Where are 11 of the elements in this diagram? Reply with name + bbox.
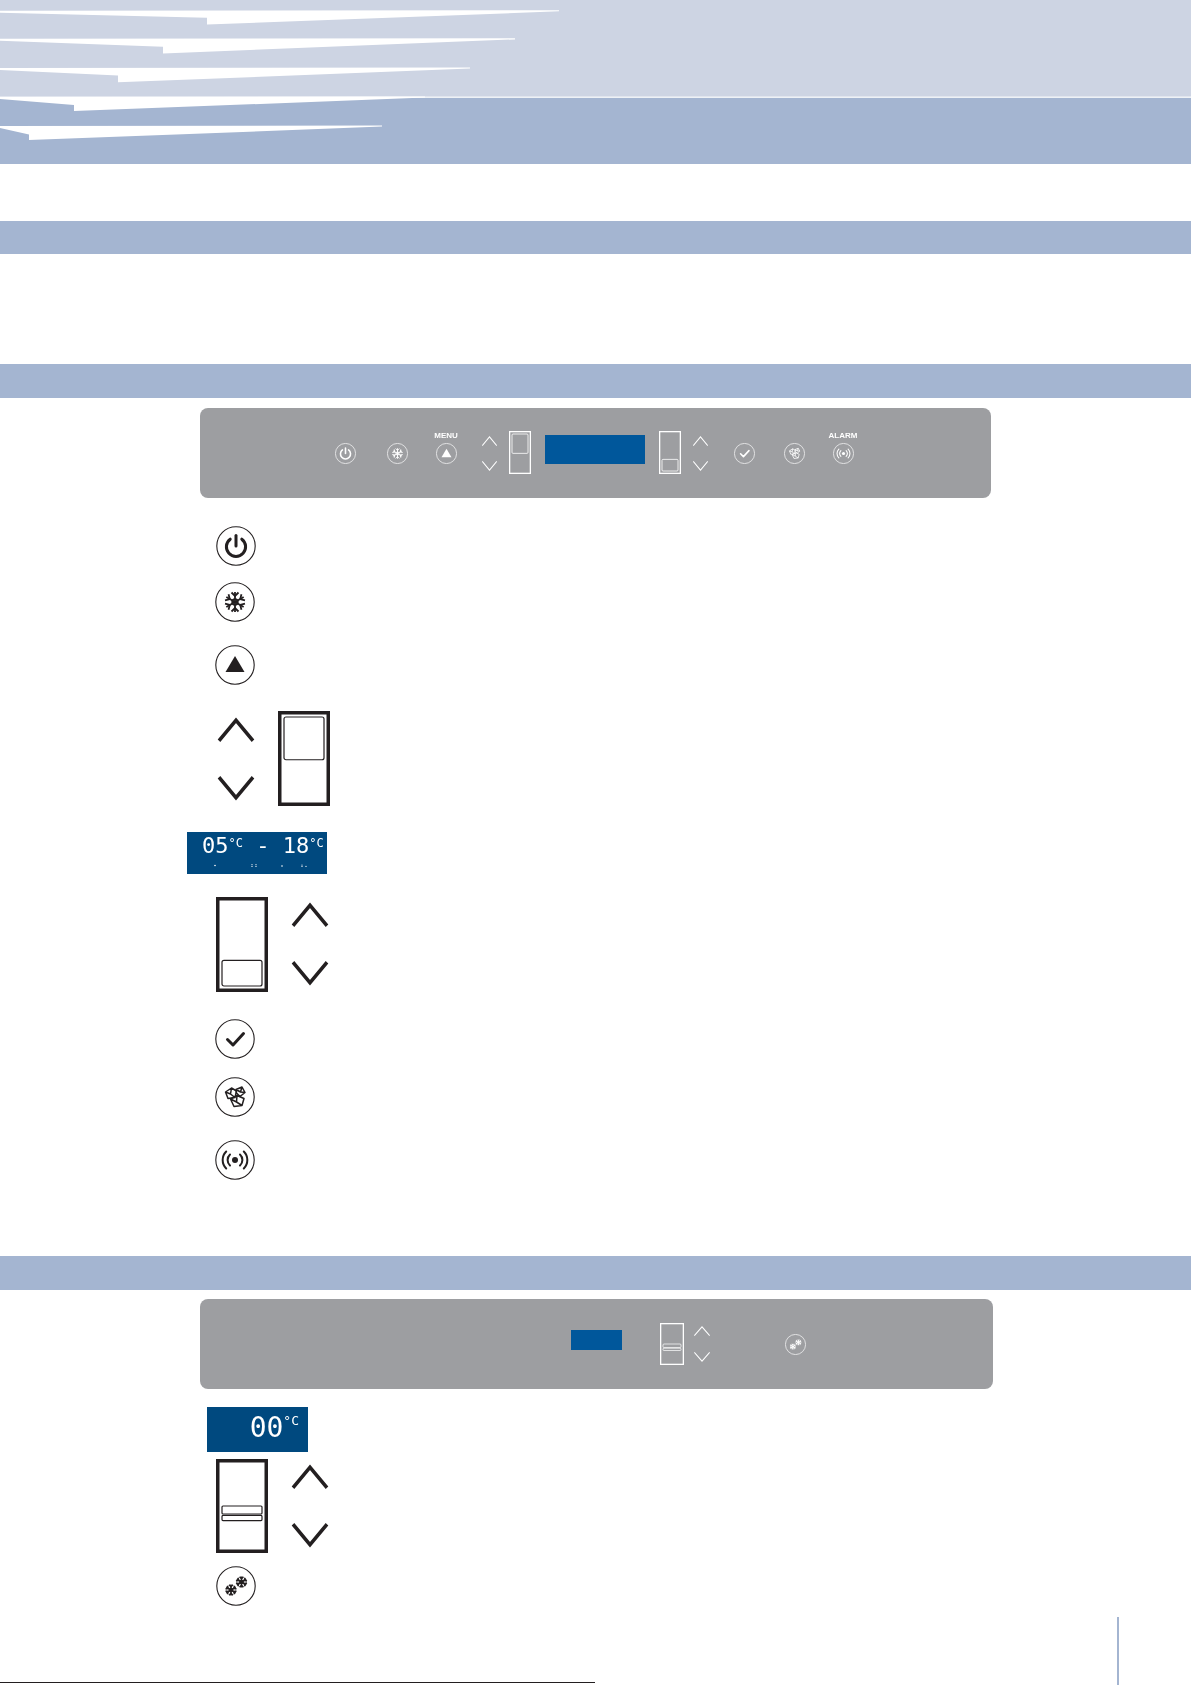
temperature-readout: 00$^{°C}$ bbox=[249, 1410, 299, 1446]
button-caption: ALARM bbox=[827, 431, 859, 440]
section-bar bbox=[0, 221, 1191, 254]
section-bar bbox=[0, 364, 1191, 398]
temperature-readout: 05$^{°C}$ - 18$^{°C}$ bbox=[202, 832, 324, 860]
button-caption: MENU bbox=[433, 431, 459, 440]
display-screen bbox=[207, 1407, 308, 1452]
section-bar bbox=[0, 1256, 1191, 1290]
display-screen bbox=[545, 435, 645, 464]
display-screen bbox=[571, 1330, 622, 1350]
display-screen bbox=[187, 832, 327, 874]
